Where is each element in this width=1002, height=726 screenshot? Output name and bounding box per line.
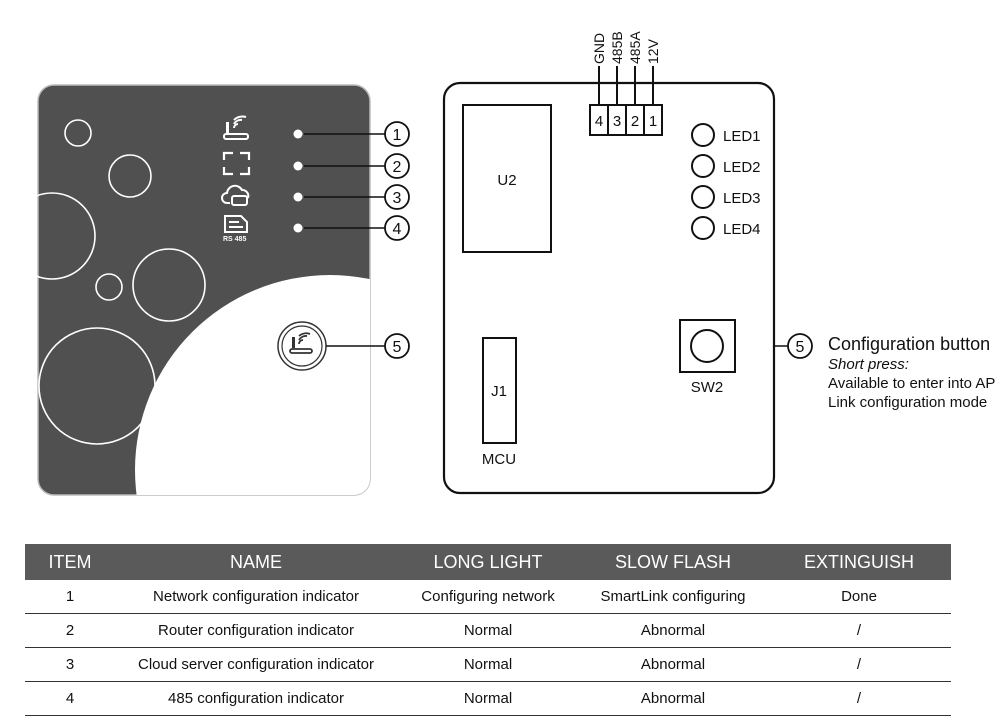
cell-long-light: Normal <box>397 681 579 716</box>
config-button-title: Configuration button <box>828 334 991 354</box>
callout-1: 1 <box>384 121 410 147</box>
led-4-label: LED4 <box>723 221 761 238</box>
callout-3-label: 3 <box>393 190 402 207</box>
cell-item: 1 <box>25 580 115 614</box>
led-1-label: LED1 <box>723 128 761 145</box>
cell-slow-flash: SmartLink configuring <box>579 580 767 614</box>
cell-slow-flash: Abnormal <box>579 613 767 648</box>
cell-name: 485 configuration indicator <box>115 681 397 716</box>
cell-item: 4 <box>25 681 115 716</box>
pcb-board: 4 3 2 1 GND 485B 485A 12V U2 J1 MCU LED1 <box>442 31 813 495</box>
chip-u2: U2 <box>462 104 552 253</box>
table-row: 1 Network configuration indicator Config… <box>25 580 951 614</box>
board-leds: LED1 LED2 LED3 LED4 <box>691 123 761 240</box>
callout-3: 3 <box>384 184 410 210</box>
cell-extinguish: Done <box>767 580 951 614</box>
callout-4-label: 4 <box>393 221 402 238</box>
callout-1-label: 1 <box>393 127 402 144</box>
column-header-slow-flash: SLOW FLASH <box>579 544 767 580</box>
callout-4: 4 <box>384 215 410 241</box>
cell-name: Cloud server configuration indicator <box>115 647 397 682</box>
device-config-button[interactable] <box>277 321 327 371</box>
column-header-item: ITEM <box>25 544 115 580</box>
mcu-label: MCU <box>482 451 516 468</box>
config-button-subtitle: Short press: <box>828 356 909 373</box>
network-config-icon <box>223 115 249 140</box>
callout-2: 2 <box>384 153 410 179</box>
cell-name: Network configuration indicator <box>115 580 397 614</box>
indicator-light-4 <box>293 223 303 233</box>
config-button-description: Configuration button Short press: Availa… <box>828 333 1002 412</box>
router-config-icon <box>222 151 251 176</box>
table-header-row: ITEM NAME LONG LIGHT SLOW FLASH EXTINGUI… <box>25 544 951 580</box>
indicator-table: ITEM NAME LONG LIGHT SLOW FLASH EXTINGUI… <box>25 544 951 716</box>
cell-extinguish: / <box>767 647 951 682</box>
cell-extinguish: / <box>767 613 951 648</box>
pin-label-gnd: GND <box>591 33 607 64</box>
j1-label: J1 <box>491 383 507 400</box>
led-4: LED4 <box>691 216 761 240</box>
cell-long-light: Normal <box>397 613 579 648</box>
cell-name: Router configuration indicator <box>115 613 397 648</box>
led-1: LED1 <box>691 123 761 147</box>
connector-j1: J1 MCU <box>482 337 517 468</box>
decorative-circles <box>8 119 206 445</box>
callout-5-device-label: 5 <box>393 339 402 356</box>
column-header-name: NAME <box>115 544 397 580</box>
rs485-config-icon: RS 485 <box>223 215 248 243</box>
button-network-icon <box>289 332 313 354</box>
cell-item: 3 <box>25 647 115 682</box>
led-3: LED3 <box>691 185 761 209</box>
callout-2-label: 2 <box>393 159 402 176</box>
device-front-panel: RS 485 <box>8 84 788 496</box>
u2-label: U2 <box>497 172 516 189</box>
led-2: LED2 <box>691 154 761 178</box>
table-row: 4 485 configuration indicator Normal Abn… <box>25 681 951 716</box>
indicator-light-3 <box>293 192 303 202</box>
device-light-area <box>135 275 370 495</box>
rs485-icon-text: RS 485 <box>223 236 246 243</box>
pin-label-12v: 12V <box>645 38 661 64</box>
cell-extinguish: / <box>767 681 951 716</box>
callout-5-device: 5 <box>384 333 410 359</box>
pin-number-2: 2 <box>631 113 639 130</box>
led-3-label: LED3 <box>723 190 761 207</box>
config-button-detail: Available to enter into AP Link configur… <box>828 375 996 411</box>
switch-sw2[interactable]: SW2 <box>679 319 736 396</box>
indicator-light-2 <box>293 161 303 171</box>
led-2-label: LED2 <box>723 159 761 176</box>
column-header-long-light: LONG LIGHT <box>397 544 579 580</box>
cloud-config-icon <box>221 184 250 206</box>
pin-header: 4 3 2 1 GND 485B 485A 12V <box>589 31 663 136</box>
pin-number-4: 4 <box>595 113 603 130</box>
table-row: 2 Router configuration indicator Normal … <box>25 613 951 648</box>
pin-number-1: 1 <box>649 113 657 130</box>
sw2-label: SW2 <box>691 379 724 396</box>
callout-5-board-label: 5 <box>796 339 805 356</box>
column-header-extinguish: EXTINGUISH <box>767 544 951 580</box>
pin-number-3: 3 <box>613 113 621 130</box>
indicator-light-1 <box>293 129 303 139</box>
indicator-dots <box>293 129 303 233</box>
cell-slow-flash: Abnormal <box>579 681 767 716</box>
table-row: 3 Cloud server configuration indicator N… <box>25 647 951 682</box>
device-diagram: RS 485 <box>8 30 813 496</box>
cell-item: 2 <box>25 613 115 648</box>
pin-wires <box>598 66 654 105</box>
cell-long-light: Configuring network <box>397 580 579 614</box>
cell-long-light: Normal <box>397 647 579 682</box>
callout-5-board: 5 <box>787 333 813 359</box>
pin-label-485b: 485B <box>609 31 625 64</box>
cell-slow-flash: Abnormal <box>579 647 767 682</box>
pin-label-485a: 485A <box>627 31 643 64</box>
